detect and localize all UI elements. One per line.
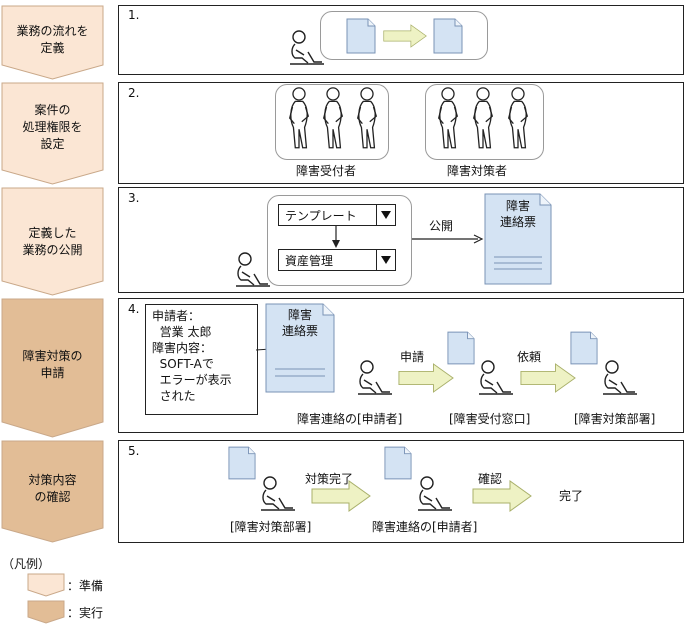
role-applicant: 障害連絡の[申請者] xyxy=(372,520,478,534)
legend-exec-label: ：実行 xyxy=(67,606,104,620)
publish-arrow-icon xyxy=(412,234,484,244)
person-standing-icon xyxy=(505,86,531,152)
report-document-icon xyxy=(265,303,335,393)
chevron-down-icon[interactable] xyxy=(376,250,395,270)
person-standing-icon xyxy=(354,86,380,152)
step-label-4: 障害対策の 申請 xyxy=(22,349,83,380)
arrow-icon xyxy=(383,22,427,50)
person-standing-icon xyxy=(435,86,461,152)
chevron-down-icon[interactable] xyxy=(376,205,395,225)
role-countermeasure: [障害対策部署] xyxy=(230,520,312,534)
applicant-person-icon xyxy=(414,474,454,514)
person-icon xyxy=(286,28,326,68)
legend-prep-swatch xyxy=(27,573,65,597)
apply-arrow-icon xyxy=(398,362,454,394)
document-icon xyxy=(570,331,598,365)
report-document-title: 障害 連絡票 xyxy=(500,199,537,229)
confirm-arrow-icon xyxy=(462,480,542,512)
application-details-callout: 申請者： 営業 太郎 障害内容： SOFT-Aで エラーが表示 された xyxy=(145,304,258,415)
template-dropdown-value: テンプレート xyxy=(285,209,357,223)
role-reception: [障害受付窓口] xyxy=(449,412,531,426)
step-number-1: 1. xyxy=(128,8,140,22)
step-label-1: 業務の流れを 定義 xyxy=(16,24,89,55)
report-document-title: 障害 連絡票 xyxy=(282,308,319,338)
document-icon xyxy=(228,446,256,480)
step-number-5: 5. xyxy=(128,444,140,458)
group-label-2: 障害対策者 xyxy=(447,164,508,178)
step-number-4: 4. xyxy=(128,302,140,316)
complete-arrow-label: 対策完了 xyxy=(305,472,354,486)
step-label-5: 対策内容 の確認 xyxy=(28,473,77,504)
step-number-2: 2. xyxy=(128,86,140,100)
asset-dropdown[interactable]: 資産管理 xyxy=(278,249,396,271)
person-standing-icon xyxy=(320,86,346,152)
step-box-2 xyxy=(118,82,684,184)
step-chevron-2: 案件の 処理権限を 設定 xyxy=(1,82,104,185)
step-chevron-3: 定義した 業務の公開 xyxy=(1,187,104,296)
document-icon xyxy=(433,18,463,54)
applicant-person-icon xyxy=(354,358,394,398)
publish-label: 公開 xyxy=(429,219,454,233)
down-arrow-icon xyxy=(332,226,340,248)
legend-title: （凡例） xyxy=(2,557,51,571)
request-arrow-icon xyxy=(520,362,576,394)
apply-arrow-label: 申請 xyxy=(400,350,425,364)
step-number-3: 3. xyxy=(128,191,140,205)
reception-person-icon xyxy=(475,358,515,398)
group-label-1: 障害受付者 xyxy=(296,164,357,178)
confirm-arrow-label: 確認 xyxy=(478,472,503,486)
step-chevron-4: 障害対策の 申請 xyxy=(1,298,104,438)
complete-label: 完了 xyxy=(559,489,584,503)
request-arrow-label: 依頼 xyxy=(517,350,542,364)
person-standing-icon xyxy=(286,86,312,152)
complete-arrow-icon xyxy=(302,480,380,512)
template-dropdown[interactable]: テンプレート xyxy=(278,204,396,226)
step-label-3: 定義した 業務の公開 xyxy=(22,226,83,257)
legend-exec-swatch xyxy=(27,600,65,624)
person-standing-icon xyxy=(470,86,496,152)
person-icon xyxy=(232,250,272,290)
role-countermeasure: [障害対策部署] xyxy=(574,412,656,426)
step-label-2: 案件の 処理権限を 設定 xyxy=(22,103,83,151)
role-applicant: 障害連絡の[申請者] xyxy=(297,412,403,426)
document-icon xyxy=(384,446,412,480)
document-icon xyxy=(346,18,376,54)
asset-dropdown-value: 資産管理 xyxy=(285,254,334,268)
step-chevron-1: 業務の流れを 定義 xyxy=(1,5,104,80)
countermeasure-person-icon xyxy=(257,474,297,514)
legend-prep-label: ：準備 xyxy=(67,579,104,593)
countermeasure-person-icon xyxy=(599,358,639,398)
document-icon xyxy=(447,331,475,365)
report-document-icon xyxy=(484,193,552,285)
step-chevron-5: 対策内容 の確認 xyxy=(1,440,104,543)
